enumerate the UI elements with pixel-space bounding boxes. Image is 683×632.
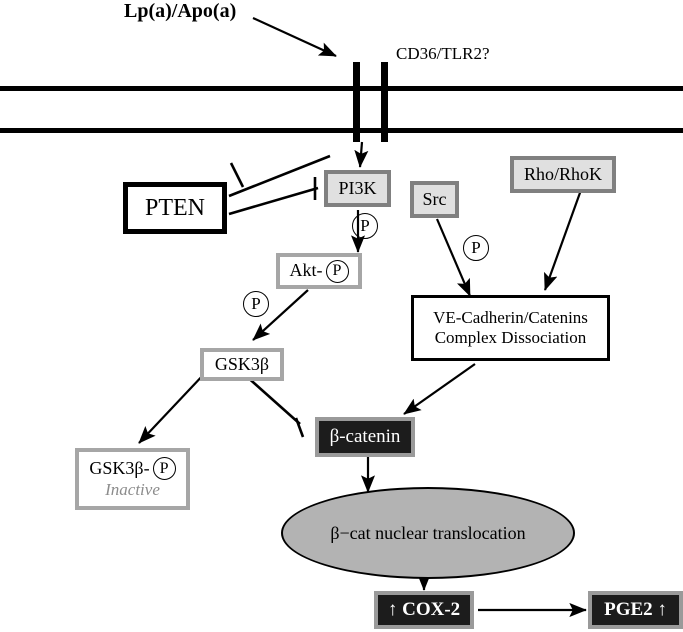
arrow-rho-to-ve-cadherin xyxy=(543,189,583,291)
phospho-letter: P xyxy=(471,238,481,257)
node-gsk3b[interactable]: GSK3β xyxy=(200,348,284,381)
node-ve-cadherin-line1: VE-Cadherin/Catenins xyxy=(433,307,588,327)
node-src[interactable]: Src xyxy=(410,181,459,218)
phospho-letter: P xyxy=(251,294,261,313)
node-pten[interactable]: PTEN xyxy=(123,182,227,234)
phospho-mark-akt-gsk3b: P xyxy=(243,291,269,317)
page-title: Lp(a)/Apo(a) xyxy=(124,0,237,22)
node-cox2[interactable]: ↑ COX-2 xyxy=(374,591,474,629)
node-akt-label: Akt- xyxy=(289,260,323,281)
node-akt[interactable]: Akt- P xyxy=(276,253,362,289)
arrow-akt-to-gsk3b xyxy=(252,289,309,341)
phospho-mark-pi3k-akt: P xyxy=(352,213,378,239)
node-pi3k[interactable]: PI3K xyxy=(324,170,391,207)
receptor-label: CD36/TLR2? xyxy=(396,44,490,63)
node-akt-phospho-circle: P xyxy=(325,259,349,283)
arrow-lpa-to-receptor xyxy=(252,16,337,58)
inhibition-cap-gsk3b-bcatenin xyxy=(294,417,305,438)
node-src-label: Src xyxy=(422,188,447,209)
arrow-receptor-to-pi3k xyxy=(354,141,369,168)
node-pge2-label: PGE2 ↑ xyxy=(604,598,667,620)
node-gsk3b-inactive-phospho-circle: P xyxy=(152,457,176,481)
inhibition-pten-to-receptor xyxy=(228,154,331,198)
phospho-mark-src: P xyxy=(463,235,489,261)
node-rho-rhok-label: Rho/RhoK xyxy=(523,163,602,184)
node-rho-rhok[interactable]: Rho/RhoK xyxy=(510,156,616,193)
inhibition-cap-pten-receptor xyxy=(229,162,245,188)
node-gsk3b-inactive-label: GSK3β- xyxy=(89,458,150,479)
phospho-letter: P xyxy=(332,262,342,279)
inhibition-pten-to-pi3k xyxy=(228,186,319,216)
arrow-ve-cadherin-to-bcatenin xyxy=(403,363,476,415)
node-nucleus-label: β−cat nuclear translocation xyxy=(330,522,526,543)
receptor-bar-right xyxy=(381,62,388,142)
node-pten-label: PTEN xyxy=(145,194,205,221)
node-gsk3b-inactive-top: GSK3β- P xyxy=(89,457,176,481)
phospho-letter: P xyxy=(360,216,370,235)
arrow-gsk3b-to-inactive xyxy=(138,371,207,444)
node-beta-catenin[interactable]: β-catenin xyxy=(315,417,415,457)
membrane-inner-leaflet xyxy=(0,128,683,133)
node-akt-content: Akt- P xyxy=(289,259,349,283)
arrow-src-to-ve-cadherin xyxy=(435,218,472,297)
node-cox2-label: ↑ COX-2 xyxy=(387,598,461,620)
inhibition-gsk3b-to-bcatenin xyxy=(244,374,301,425)
node-nucleus[interactable]: β−cat nuclear translocation xyxy=(281,487,575,579)
node-beta-catenin-label: β-catenin xyxy=(329,425,401,447)
node-ve-cadherin-complex[interactable]: VE-Cadherin/Catenins Complex Dissociatio… xyxy=(411,295,610,361)
node-pi3k-label: PI3K xyxy=(338,177,377,198)
node-gsk3b-label: GSK3β xyxy=(214,353,270,374)
node-gsk3b-inactive-state: Inactive xyxy=(105,480,160,500)
node-pge2[interactable]: PGE2 ↑ xyxy=(588,591,683,629)
receptor-bar-left xyxy=(353,62,360,142)
membrane-outer-leaflet xyxy=(0,86,683,91)
phospho-letter: P xyxy=(159,459,169,477)
node-ve-cadherin-line2: Complex Dissociation xyxy=(434,328,587,347)
node-gsk3b-inactive[interactable]: GSK3β- P Inactive xyxy=(75,448,190,510)
